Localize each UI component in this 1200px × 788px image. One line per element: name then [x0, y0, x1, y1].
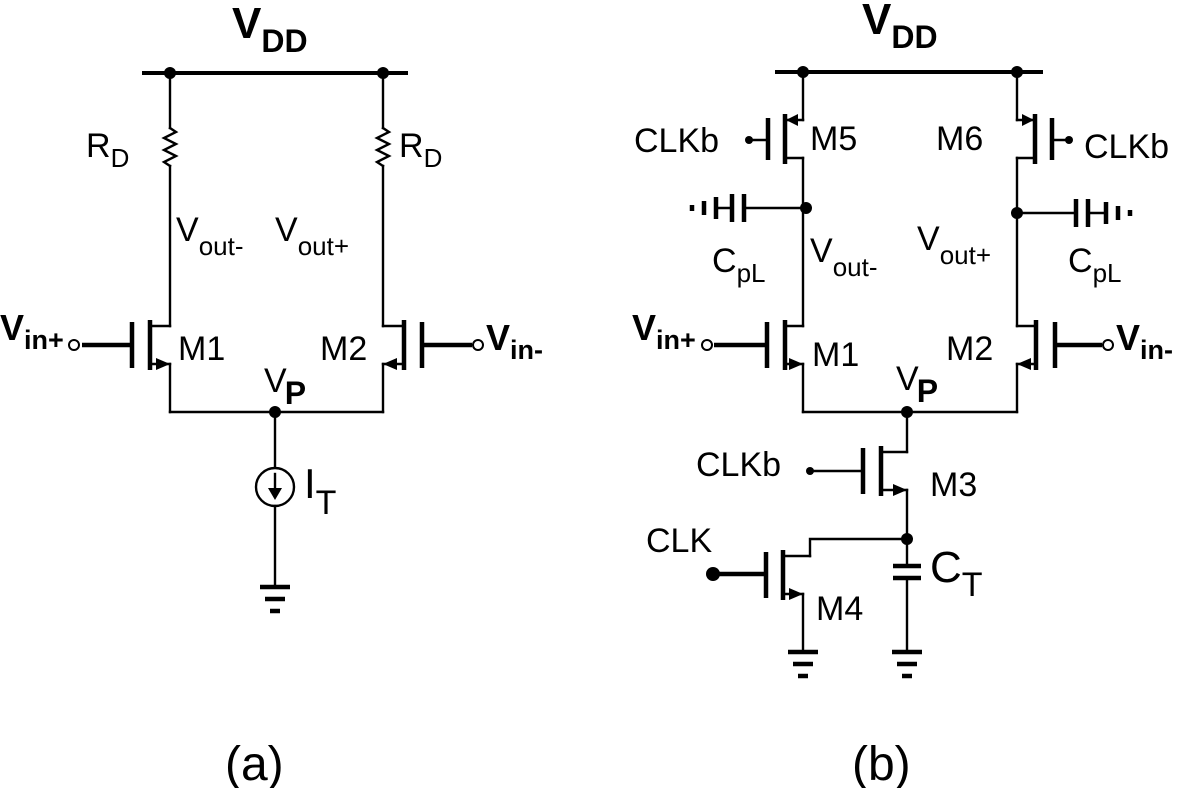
b-cpl-left-capacitor: [716, 194, 808, 222]
a-caption: (a): [225, 738, 284, 788]
b-vdd-label: VDD: [862, 0, 938, 55]
a-vout-plus-label: Vout+: [275, 211, 349, 261]
b-clk-label: CLK: [646, 522, 712, 560]
a-rd-right-label: RD: [399, 127, 442, 173]
a-ground-icon: [260, 584, 290, 614]
panel-a: VDD RD RD Vout- Vout+ Vin+ M1: [0, 0, 543, 788]
b-m2-label: M2: [946, 330, 993, 368]
a-it-current-source: [254, 466, 296, 508]
b-ground-left-cpl-icon: [689, 197, 719, 219]
a-vdd-label: VDD: [232, 0, 308, 59]
a-it-label: IT: [304, 460, 336, 522]
b-ground-m4-icon: [788, 649, 818, 679]
b-clk-terminal: [706, 567, 720, 581]
a-vout-minus-label: Vout-: [176, 211, 244, 261]
b-cpl-right-label: CpL: [1068, 242, 1121, 288]
b-clkb-m3-label: CLKb: [696, 446, 781, 484]
b-m3-transistor: [812, 410, 909, 541]
b-vin-plus-terminal: [701, 339, 713, 351]
b-cpl-right-capacitor: [1015, 199, 1106, 227]
a-m1-transistor: [82, 320, 172, 414]
b-clkb-right-label: CLKb: [1084, 128, 1169, 166]
panel-b: VDD CLKb M5 CLKb M6: [632, 0, 1173, 788]
b-vin-minus-terminal: [1102, 339, 1114, 351]
b-m2-transistor: [1015, 320, 1102, 414]
b-m5-label: M5: [810, 120, 857, 158]
b-ct-label: CT: [930, 543, 983, 604]
a-m2-label: M2: [320, 330, 367, 368]
b-ground-ct-icon: [892, 649, 922, 679]
a-vin-plus-terminal: [68, 339, 80, 351]
b-ct-capacitor: [893, 537, 921, 652]
a-rd-right-resistor: [374, 126, 392, 168]
a-vp-label: VP: [264, 362, 306, 411]
b-wire: [808, 537, 909, 558]
b-vin-plus-label: Vin+: [632, 307, 696, 355]
b-m5-transistor: [750, 70, 805, 164]
b-m6-transistor: [1015, 70, 1068, 164]
a-rd-left-label: RD: [86, 127, 129, 173]
b-cpl-left-label: CpL: [712, 242, 765, 288]
a-vin-minus-label: Vin-: [486, 317, 543, 365]
b-vp-label: VP: [896, 360, 938, 409]
a-vin-plus-label: Vin+: [0, 307, 64, 355]
b-m1-label: M1: [812, 336, 859, 374]
b-vin-minus-label: Vin-: [1116, 317, 1173, 365]
b-clkb-left-terminal: [745, 136, 753, 144]
b-ground-right-cpl-icon: [1103, 202, 1133, 224]
b-m1-transistor: [714, 320, 805, 414]
b-m4-transistor: [714, 550, 812, 652]
b-clkb-left-label: CLKb: [634, 122, 719, 160]
b-clkb-m3-terminal: [806, 467, 814, 475]
a-m2-transistor: [381, 320, 472, 414]
a-rd-left-resistor: [161, 126, 179, 168]
b-clkb-right-terminal: [1065, 136, 1073, 144]
b-vout-plus-label: Vout+: [917, 220, 991, 270]
b-caption: (b): [852, 738, 911, 788]
b-m3-label: M3: [930, 466, 977, 504]
b-m6-label: M6: [936, 120, 983, 158]
a-m1-label: M1: [178, 330, 225, 368]
b-m4-label: M4: [816, 590, 863, 628]
a-vin-minus-terminal: [472, 339, 484, 351]
b-vout-minus-label: Vout-: [810, 232, 878, 282]
